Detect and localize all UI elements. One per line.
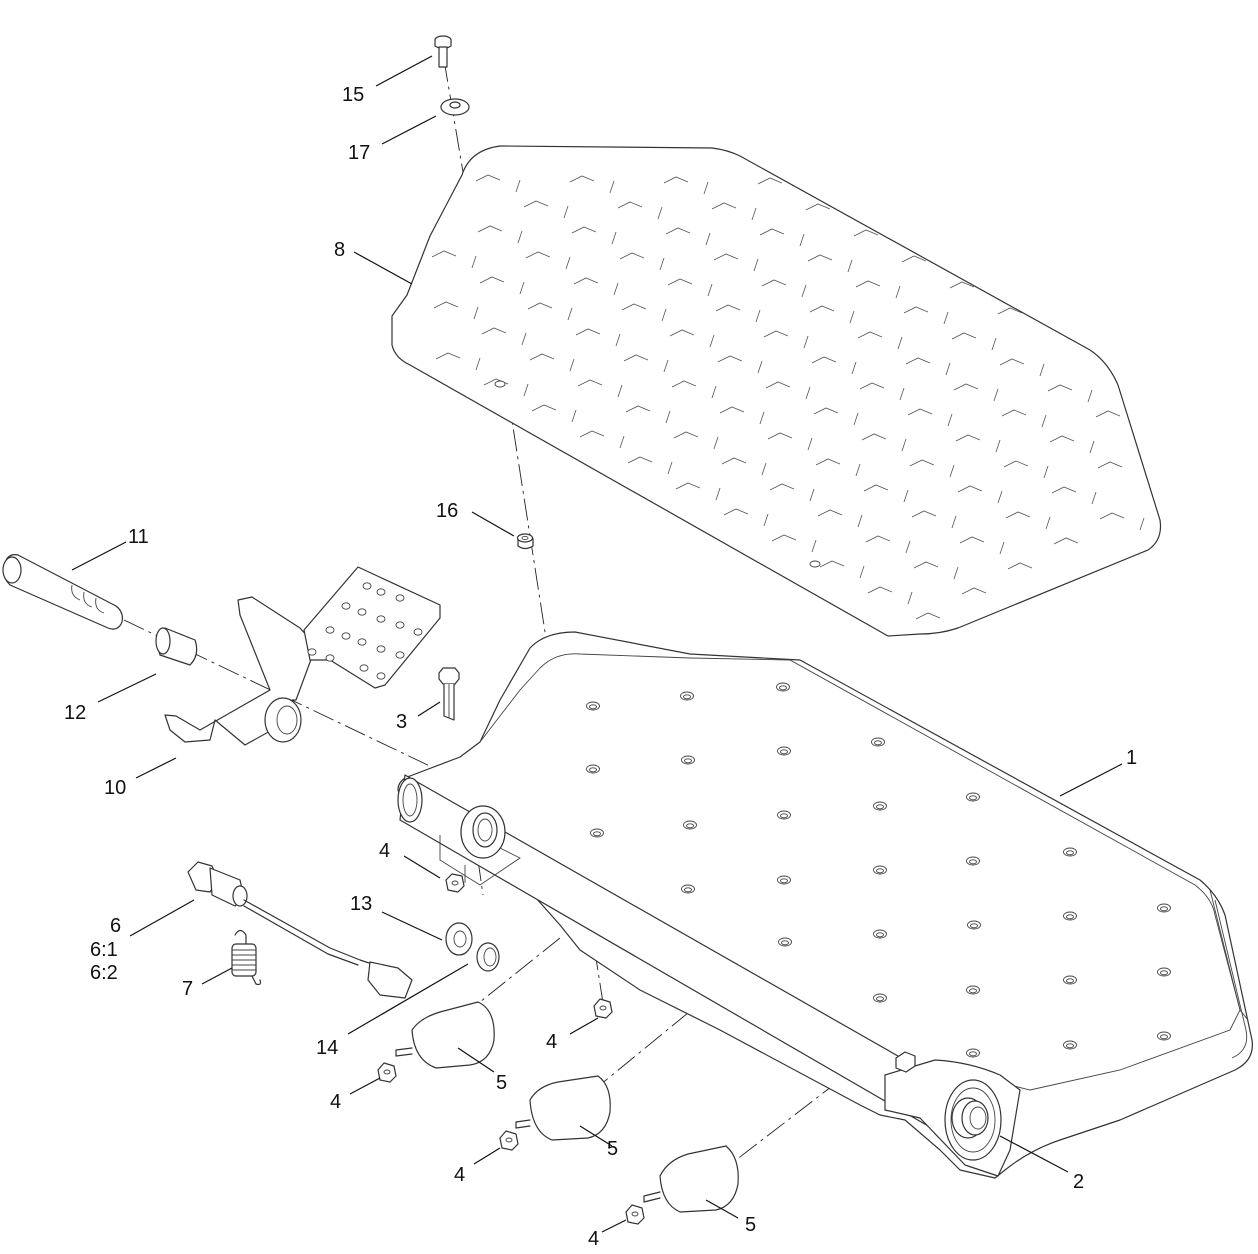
part-4-nut-b bbox=[593, 998, 613, 1019]
part-10-pedal-arm bbox=[164, 566, 441, 746]
callout-4-d: 4 bbox=[454, 1164, 465, 1186]
callout-2: 2 bbox=[1073, 1171, 1084, 1193]
part-14-retaining-ring bbox=[476, 942, 500, 972]
callout-3: 3 bbox=[396, 711, 407, 733]
callout-5-c: 5 bbox=[745, 1214, 756, 1236]
leader-lines bbox=[71, 55, 1123, 1233]
callout-5-a: 5 bbox=[496, 1072, 507, 1094]
callout-labels: 15 17 8 16 11 12 3 10 1 4 13 6 6:1 6:2 7… bbox=[64, 84, 1137, 1250]
part-15-screw bbox=[434, 35, 452, 68]
part-12-bushing bbox=[155, 627, 198, 666]
callout-17: 17 bbox=[348, 142, 370, 164]
tread-pattern bbox=[431, 174, 1145, 620]
callout-4-c: 4 bbox=[330, 1091, 341, 1113]
part-1-deck-frame bbox=[397, 631, 1253, 1179]
callout-8: 8 bbox=[334, 239, 345, 261]
part-5-bumper-a bbox=[395, 1001, 495, 1069]
part-8-tread-plate bbox=[391, 145, 1162, 637]
part-17-washer bbox=[440, 98, 470, 116]
part-4-nut-a bbox=[445, 873, 465, 893]
callout-4-b: 4 bbox=[546, 1031, 557, 1053]
deck-mounting-holes bbox=[586, 682, 1171, 1058]
callout-5-b: 5 bbox=[607, 1138, 618, 1160]
callout-1: 1 bbox=[1126, 747, 1137, 769]
callout-15: 15 bbox=[342, 84, 364, 106]
pedal-plate-holes bbox=[307, 582, 423, 680]
callout-13: 13 bbox=[350, 893, 372, 915]
callout-4-a: 4 bbox=[379, 840, 390, 862]
part-4-nut-d bbox=[499, 1130, 519, 1151]
callout-10: 10 bbox=[104, 777, 126, 799]
callout-6-1: 6:1 bbox=[90, 939, 118, 961]
part-3-bolt bbox=[438, 667, 460, 721]
callout-6: 6 bbox=[110, 915, 121, 937]
part-13-washer bbox=[445, 922, 473, 956]
part-7-spring bbox=[231, 929, 262, 986]
part-16-spacer bbox=[516, 533, 534, 550]
part-5-bumper-b bbox=[515, 1075, 611, 1141]
part-5-bumper-c bbox=[643, 1145, 739, 1213]
callout-6-2: 6:2 bbox=[90, 962, 118, 984]
callout-12: 12 bbox=[64, 702, 86, 724]
callout-4-e: 4 bbox=[588, 1228, 599, 1250]
part-6-sensor bbox=[187, 861, 413, 999]
part-2-pivot-pin bbox=[951, 1097, 989, 1139]
callout-14: 14 bbox=[316, 1037, 338, 1059]
part-11-shaft bbox=[2, 554, 123, 630]
part-4-nut-e bbox=[625, 1204, 645, 1225]
callout-11: 11 bbox=[128, 526, 149, 548]
callout-7: 7 bbox=[182, 978, 193, 1000]
part-4-nut-c bbox=[377, 1062, 397, 1083]
callout-16: 16 bbox=[436, 500, 458, 522]
